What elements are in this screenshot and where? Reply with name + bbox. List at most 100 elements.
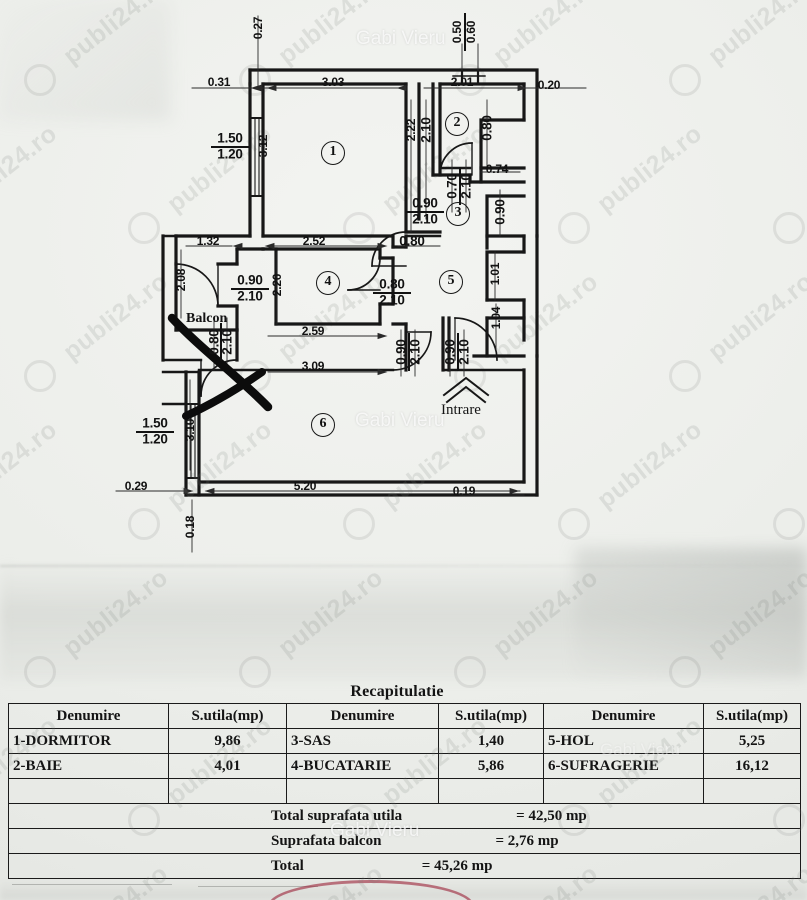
dimension-label: 1.32 xyxy=(196,234,220,248)
room-badge-5: 5 xyxy=(439,270,463,294)
dimension-label: 2.10 xyxy=(458,173,474,199)
column-header: S.utila(mp) xyxy=(438,703,544,729)
dimension-label: 0.31 xyxy=(207,75,231,89)
balcony-label: Balcon xyxy=(186,311,228,326)
room-name-cell: 6-SUFRAGERIE xyxy=(543,753,704,779)
column-header: Denumire xyxy=(543,703,704,729)
dimension-label: 0.80 xyxy=(379,276,405,292)
room-name-cell: 1-DORMITOR xyxy=(8,728,169,754)
dimension-label: 5.20 xyxy=(293,479,317,493)
room-area-cell: 16,12 xyxy=(703,753,801,779)
total-label: Total xyxy=(271,857,304,874)
total-row-cell: Total = 45,26 mp xyxy=(8,853,801,879)
dimension-label: 0.50 xyxy=(450,20,464,44)
table-spacer-row xyxy=(8,778,801,804)
recap-title: Recapitulatie xyxy=(350,683,444,700)
total-label: Suprafata balcon xyxy=(271,832,382,849)
total-row-cell: Suprafata balcon = 2,76 mp xyxy=(8,828,801,854)
room-name-cell: 3-SAS xyxy=(286,728,439,754)
room-badge-2: 2 xyxy=(445,112,469,136)
dimension-label: 3.12 xyxy=(256,134,270,158)
dimension-fraction-rule xyxy=(464,13,466,51)
room-name-cell: 2-BAIE xyxy=(8,753,169,779)
dimension-label: 0.27 xyxy=(251,16,265,40)
dimension-label: 0.60 xyxy=(464,20,478,44)
room-area-cell: 4,01 xyxy=(168,753,287,779)
total-row: Total suprafata utila = 42,50 mp xyxy=(8,803,801,829)
total-value: = 2,76 mp xyxy=(495,832,559,849)
faint-print-line-mid xyxy=(198,886,318,887)
total-label: Total suprafata utila xyxy=(271,807,403,824)
dimension-label: 0.90 xyxy=(492,199,508,225)
room-area-cell: 9,86 xyxy=(168,728,287,754)
entrance-label: Intrare xyxy=(441,402,481,418)
dimension-label: 2.22 xyxy=(404,118,418,142)
room-badge-3: 3 xyxy=(446,202,470,226)
room-area-cell: 1,40 xyxy=(438,728,544,754)
dimension-label: 2.59 xyxy=(301,324,325,338)
dimension-label: 1.50 xyxy=(142,415,168,431)
dimension-label: 0.74 xyxy=(485,162,509,176)
total-row: Total = 45,26 mp xyxy=(8,853,801,879)
column-header: Denumire xyxy=(286,703,439,729)
dimension-label: 2.10 xyxy=(412,211,438,227)
dimension-label: 2.10 xyxy=(407,339,423,365)
empty-cell xyxy=(168,778,287,804)
dimension-fraction-rule xyxy=(231,288,269,290)
paper-shading-topleft xyxy=(0,0,170,120)
room-badge-4: 4 xyxy=(316,271,340,295)
dimension-label: 2.01 xyxy=(450,75,474,89)
dimension-label: 0.19 xyxy=(452,484,476,498)
dimension-fraction-rule xyxy=(136,431,174,433)
dimension-label: 2.08 xyxy=(174,268,188,292)
dimension-fraction-rule xyxy=(408,333,410,371)
dimension-label: 0.80 xyxy=(479,115,495,141)
empty-cell xyxy=(703,778,801,804)
empty-cell xyxy=(8,778,169,804)
room-area-cell: 5,25 xyxy=(703,728,801,754)
dimension-label: 0.20 xyxy=(537,78,561,92)
total-value: = 42,50 mp xyxy=(516,807,587,824)
empty-cell xyxy=(286,778,439,804)
dimension-label: 1.20 xyxy=(142,431,168,447)
dimension-label: 2.52 xyxy=(302,234,326,248)
room-name-cell: 5-HOL xyxy=(543,728,704,754)
dimension-label: 3.09 xyxy=(301,359,325,373)
room-badge-6: 6 xyxy=(311,413,335,437)
floor-plan-drawing xyxy=(115,15,587,553)
dimension-fraction-rule xyxy=(220,323,222,361)
paper-fold-line xyxy=(0,565,807,567)
dimension-label: 2.10 xyxy=(237,288,263,304)
dimension-label: 1.20 xyxy=(217,146,243,162)
dimension-fraction-rule xyxy=(373,292,411,294)
dimension-fraction-rule xyxy=(406,211,444,213)
total-row-cell: Total suprafata utila = 42,50 mp xyxy=(8,803,801,829)
paper-shading-right xyxy=(575,548,807,676)
room-badge-1: 1 xyxy=(321,141,345,165)
dimension-label: 2.10 xyxy=(379,292,405,308)
column-header: Denumire xyxy=(8,703,169,729)
empty-cell xyxy=(438,778,544,804)
dimension-label: 0.90 xyxy=(393,339,409,365)
room-name-cell: 4-BUCATARIE xyxy=(286,753,439,779)
faint-print-line-left xyxy=(12,884,172,885)
dimension-fraction-rule xyxy=(459,167,461,205)
dimension-label: 0.90 xyxy=(442,339,458,365)
column-header: S.utila(mp) xyxy=(703,703,801,729)
dimension-fraction-rule xyxy=(211,146,249,148)
dimension-label: 3.10 xyxy=(183,418,197,442)
total-value: = 45,26 mp xyxy=(421,857,493,874)
empty-cell xyxy=(543,778,704,804)
dimension-label: 1.01 xyxy=(488,262,502,286)
dimension-label: 3.03 xyxy=(321,75,345,89)
dimension-label: 0.18 xyxy=(183,515,197,539)
dimension-label: 1.04 xyxy=(489,306,503,330)
dimension-label: 1.50 xyxy=(217,130,243,146)
dimension-label: 2.20 xyxy=(270,273,284,297)
dimension-label: 2.10 xyxy=(418,117,434,143)
dimension-label: 0.70 xyxy=(444,173,460,199)
